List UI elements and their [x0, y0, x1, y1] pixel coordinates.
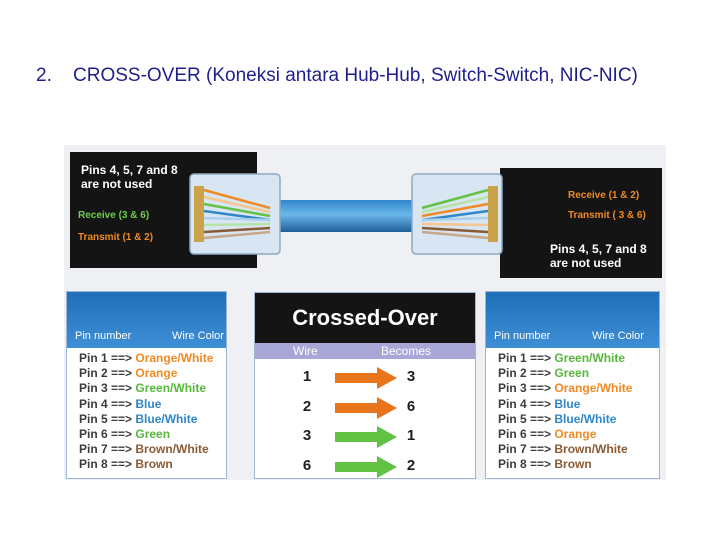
- becomes-number: 6: [406, 397, 416, 415]
- pin-label: Pin 2 ==>: [79, 366, 136, 381]
- pin-row: Pin 2 ==> Green: [498, 366, 589, 381]
- pin-row: Pin 1 ==> Orange/White: [79, 351, 213, 366]
- wire-color-header: Wire Color: [592, 330, 644, 342]
- pin-row: Pin 6 ==> Green: [79, 427, 170, 442]
- right-transmit-label: Transmit ( 3 & 6): [568, 210, 646, 221]
- becomes-number: 2: [406, 456, 416, 474]
- becomes-column-header: Becomes: [381, 344, 432, 358]
- pin-number-header: Pin number: [75, 330, 132, 342]
- wire-color-value: Brown/White: [135, 442, 209, 457]
- left-receive-label: Receive (3 & 6): [78, 210, 150, 221]
- left-pin-table-header: Pin number Wire Color: [67, 292, 226, 348]
- pin-label: Pin 2 ==>: [498, 366, 555, 381]
- left-rj45-plug-icon: [189, 173, 281, 255]
- pin-label: Pin 4 ==>: [498, 396, 555, 411]
- wire-number: 1: [302, 368, 312, 385]
- wire-color-value: Orange: [135, 366, 178, 381]
- wire-number: 3: [302, 427, 312, 444]
- pin-row: Pin 7 ==> Brown/White: [498, 442, 628, 457]
- heading-number: 2.: [36, 65, 52, 86]
- wire-color-value: Orange/White: [135, 351, 214, 365]
- right-receive-label: Receive (1 & 2): [568, 190, 640, 201]
- rj45-connectors-illustration: [189, 173, 503, 255]
- left-unused-pins-note: Pins 4, 5, 7 and 8 are not used: [81, 163, 178, 191]
- wire-color-value: Green/White: [135, 381, 207, 396]
- arrow-right-icon: [335, 367, 397, 389]
- wire-color-value: Blue: [135, 396, 162, 411]
- wire-column-header: Wire: [293, 344, 318, 358]
- arrow-right-icon: [335, 396, 397, 419]
- crossover-column-headers: Wire Becomes: [255, 343, 475, 359]
- pin-label: Pin 8 ==>: [498, 457, 555, 472]
- pin-label: Pin 1 ==>: [79, 351, 136, 365]
- left-transmit-label: Transmit (1 & 2): [78, 232, 154, 243]
- crossover-title: Crossed-Over: [255, 293, 475, 343]
- pin-label: Pin 6 ==>: [498, 427, 555, 441]
- right-connector-box: Receive (1 & 2) Transmit ( 3 & 6) Pins 4…: [500, 168, 662, 278]
- pin-row: Pin 3 ==> Orange/White: [498, 381, 632, 396]
- wire-color-value: Orange: [554, 427, 597, 441]
- wire-color-value: Blue: [554, 396, 581, 411]
- pin-label: Pin 5 ==>: [79, 411, 136, 426]
- pin-row: Pin 4 ==> Blue: [498, 397, 580, 412]
- pin-row: Pin 5 ==> Blue/White: [498, 412, 616, 427]
- wire-color-value: Blue/White: [554, 411, 617, 426]
- right-rj45-plug-icon: [411, 173, 503, 255]
- right-pin-table: Pin number Wire Color Pin 1 ==> Green/Wh…: [485, 291, 660, 479]
- pin-row: Pin 5 ==> Blue/White: [79, 412, 197, 427]
- pin-label: Pin 5 ==>: [498, 411, 555, 426]
- pin-row: Pin 6 ==> Orange: [498, 427, 596, 442]
- left-pin-table: Pin number Wire Color Pin 1 ==> Orange/W…: [66, 291, 227, 479]
- pin-label: Pin 8 ==>: [79, 457, 136, 472]
- wire-color-value: Blue/White: [135, 411, 198, 426]
- becomes-number: 1: [406, 427, 416, 444]
- pin-row: Pin 1 ==> Green/White: [498, 351, 625, 366]
- heading-text: CROSS-OVER (Koneksi antara Hub-Hub, Swit…: [73, 65, 638, 86]
- right-unused-pins-note: Pins 4, 5, 7 and 8 are not used: [550, 242, 647, 270]
- pin-label: Pin 7 ==>: [498, 442, 555, 457]
- pin-label: Pin 4 ==>: [79, 396, 136, 411]
- wire-color-value: Green: [554, 366, 590, 381]
- wire-color-header: Wire Color: [172, 330, 224, 342]
- wire-color-value: Green: [135, 427, 171, 441]
- wire-number: 6: [302, 456, 312, 474]
- right-pin-table-header: Pin number Wire Color: [486, 292, 659, 348]
- wire-color-value: Brown: [135, 457, 173, 472]
- pin-label: Pin 7 ==>: [79, 442, 136, 457]
- pin-row: Pin 4 ==> Blue: [79, 397, 161, 412]
- pin-row: Pin 8 ==> Brown: [498, 457, 592, 472]
- pin-number-header: Pin number: [494, 330, 551, 342]
- wire-number: 2: [302, 397, 312, 415]
- pin-label: Pin 3 ==>: [498, 381, 555, 396]
- pin-label: Pin 3 ==>: [79, 381, 136, 396]
- pin-row: Pin 7 ==> Brown/White: [79, 442, 209, 457]
- pin-row: Pin 8 ==> Brown: [79, 457, 173, 472]
- becomes-number: 3: [406, 368, 416, 385]
- arrow-right-icon: [335, 426, 397, 448]
- pin-label: Pin 1 ==>: [498, 351, 555, 365]
- pin-row: Pin 3 ==> Green/White: [79, 381, 206, 396]
- pin-row: Pin 2 ==> Orange: [79, 366, 177, 381]
- wire-color-value: Green/White: [554, 351, 626, 365]
- arrow-right-icon: [335, 455, 397, 478]
- pin-label: Pin 6 ==>: [79, 427, 136, 441]
- wire-color-value: Brown: [554, 457, 592, 472]
- wire-color-value: Brown/White: [554, 442, 628, 457]
- wire-color-value: Orange/White: [554, 381, 633, 396]
